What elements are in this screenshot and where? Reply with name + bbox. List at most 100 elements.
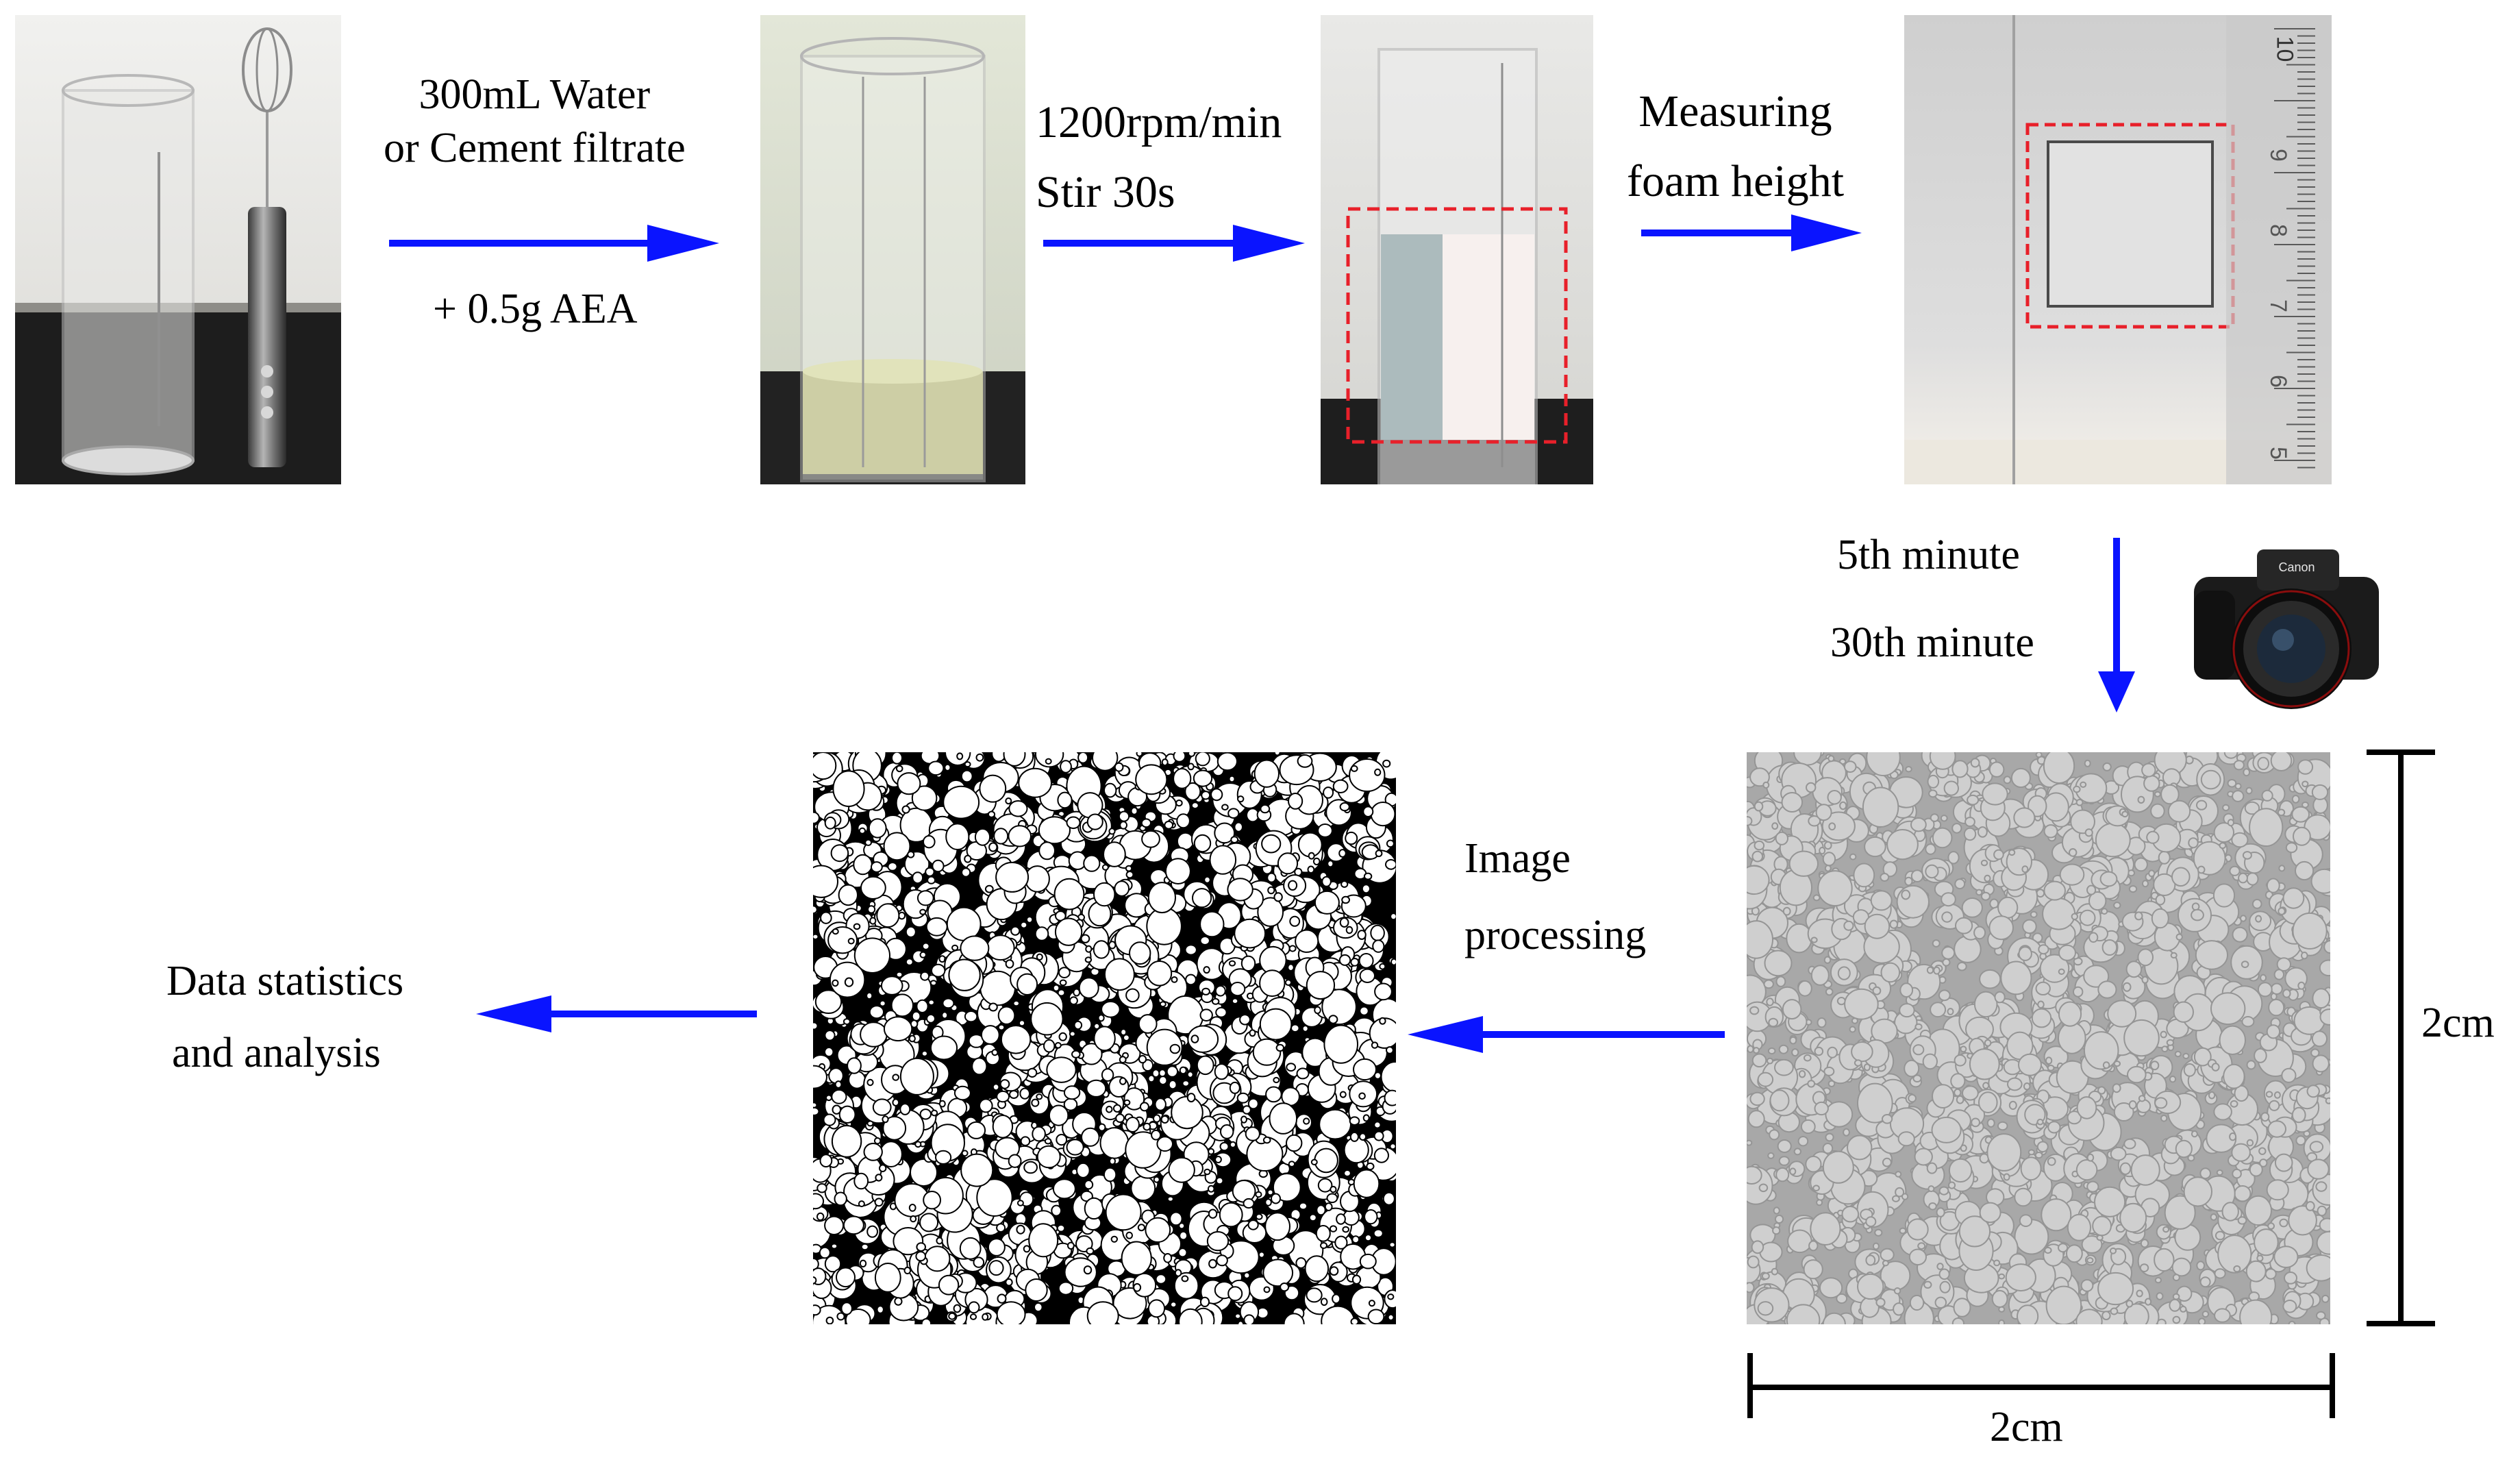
foam-bubble bbox=[2086, 1180, 2099, 1193]
foam-bubble bbox=[2257, 756, 2270, 771]
foam-bubble bbox=[1880, 962, 1901, 983]
red-dashed-box bbox=[1346, 207, 1568, 444]
foam-bubble bbox=[2107, 1000, 2137, 1028]
label-aea: + 0.5g AEA bbox=[433, 286, 638, 332]
foam-bubble bbox=[1895, 1187, 1905, 1198]
foam-bubble bbox=[1930, 813, 1939, 822]
foam-bubble bbox=[2170, 952, 2178, 958]
foam-bubble bbox=[2156, 1292, 2164, 1300]
foam-bubble bbox=[1941, 911, 1953, 923]
foam-bubble bbox=[2258, 1147, 2267, 1155]
foam-bubble bbox=[1749, 1091, 1765, 1106]
label-minute30: 30th minute bbox=[1830, 619, 2034, 666]
foam-bubble bbox=[1857, 1273, 1884, 1300]
foam-bubble bbox=[2058, 1243, 2069, 1253]
foam-bubble bbox=[2241, 1016, 2255, 1028]
foam-bubble bbox=[1932, 939, 1941, 947]
photo-cylinder-liquid-svg bbox=[760, 15, 1025, 484]
foam-bubble bbox=[2071, 913, 2078, 921]
red-dashed-box bbox=[2025, 123, 2235, 329]
foam-bubble bbox=[1939, 1280, 1951, 1293]
foam-bubble bbox=[2080, 1279, 2094, 1292]
foam-bubble bbox=[1764, 950, 1793, 977]
foam-bubble bbox=[2125, 961, 2143, 978]
foam-bubble bbox=[1982, 1082, 1990, 1089]
foam-bubble bbox=[2142, 880, 2149, 888]
foam-bubble bbox=[2282, 989, 2291, 998]
foam-bubble bbox=[2172, 1274, 2180, 1282]
foam-bubble bbox=[1893, 1287, 1901, 1295]
foam-bubble bbox=[2092, 1215, 2112, 1237]
foam-bubble bbox=[2295, 1135, 2306, 1146]
foam-bubble bbox=[2213, 822, 2234, 843]
foam-bubble bbox=[2035, 752, 2043, 758]
foam-bubble bbox=[2169, 1076, 2177, 1083]
foam-bubble bbox=[2180, 1305, 2187, 1313]
foam-bubble bbox=[2081, 1235, 2103, 1254]
foam-bubble bbox=[1936, 1263, 1944, 1270]
foam-bubble bbox=[1817, 1017, 1827, 1028]
foam-bubble bbox=[2254, 1228, 2279, 1256]
foam-bubble bbox=[1940, 815, 1948, 822]
arrow-icon bbox=[389, 225, 719, 262]
foam-bubble bbox=[1808, 815, 1821, 827]
foam-bubble bbox=[2136, 1289, 2143, 1298]
foam-bubble bbox=[2234, 1085, 2249, 1102]
foam-bubble bbox=[1775, 976, 1786, 987]
label-measuring-line1: Measuring bbox=[1638, 86, 1832, 136]
foam-bubble bbox=[1771, 1267, 1779, 1276]
foam-bubble bbox=[2297, 759, 2314, 775]
foam-bubble bbox=[2175, 933, 2183, 941]
foam-bubble bbox=[2140, 1239, 2149, 1248]
foam-bubble bbox=[2273, 969, 2284, 980]
foam-bubble bbox=[2269, 1100, 2280, 1111]
foam-bubble bbox=[1951, 1317, 1964, 1324]
foam-bubble bbox=[1816, 1199, 1823, 1206]
arrow-icon bbox=[1641, 214, 1862, 251]
foam-bubble bbox=[1754, 840, 1765, 851]
foam-bubble bbox=[2311, 784, 2329, 800]
foam-bubble bbox=[2285, 842, 2298, 854]
foam-bubble bbox=[2282, 887, 2305, 909]
foam-bubble bbox=[2171, 1257, 2192, 1277]
photo-foam-closeup-svg bbox=[1904, 15, 2332, 484]
foam-bubble bbox=[2119, 1162, 2132, 1175]
foam-bubble bbox=[2119, 1202, 2147, 1233]
foam-bubble bbox=[1800, 1119, 1816, 1135]
foam-bubble bbox=[2241, 961, 2249, 969]
foam-bubble bbox=[2137, 948, 2154, 967]
foam-bubble bbox=[2200, 769, 2221, 790]
foam-bubble bbox=[2316, 1311, 2326, 1320]
foam-bubble bbox=[2039, 954, 2070, 983]
foam-bubble bbox=[2067, 1111, 2082, 1125]
foam-bubble bbox=[1880, 873, 1890, 882]
foam-bubble bbox=[2222, 804, 2230, 812]
foam-bubble bbox=[1882, 1157, 1892, 1167]
label-image-processing: Image processing bbox=[1464, 821, 1646, 974]
foam-bubble bbox=[1922, 1053, 1938, 1070]
foam-bubble bbox=[2145, 1298, 2152, 1306]
foam-bubble bbox=[2079, 909, 2096, 926]
foam-bubble bbox=[1823, 956, 1832, 964]
foam-bubble bbox=[1843, 760, 1857, 773]
foam-bubble bbox=[2188, 837, 2199, 849]
foam-bubble bbox=[1978, 826, 1988, 838]
foam-bubble bbox=[1825, 1101, 1854, 1128]
foam-bubble bbox=[1865, 1254, 1876, 1266]
foam-bubble bbox=[1934, 1296, 1947, 1309]
foam-bubble bbox=[2097, 980, 2117, 999]
foam-bubble bbox=[1874, 1228, 1883, 1237]
foam-bubble bbox=[2073, 986, 2084, 998]
foam-bubble bbox=[1819, 847, 1826, 855]
foam-grayscale-photo bbox=[1747, 752, 2330, 1324]
foam-bubble bbox=[1997, 1121, 2008, 1131]
label-data-statistics: Data statistics and analysis bbox=[166, 945, 403, 1090]
foam-bubble bbox=[2066, 1244, 2083, 1263]
foam-bubble bbox=[2138, 1095, 2146, 1102]
foam-bubble bbox=[1938, 989, 1951, 1002]
ruler-ticks bbox=[2274, 28, 2315, 469]
foam-bubble bbox=[2110, 1146, 2127, 1161]
foam-bubble bbox=[1998, 1319, 2006, 1324]
foam-bubble bbox=[1927, 774, 1940, 789]
foam-bubble bbox=[1928, 789, 1938, 798]
